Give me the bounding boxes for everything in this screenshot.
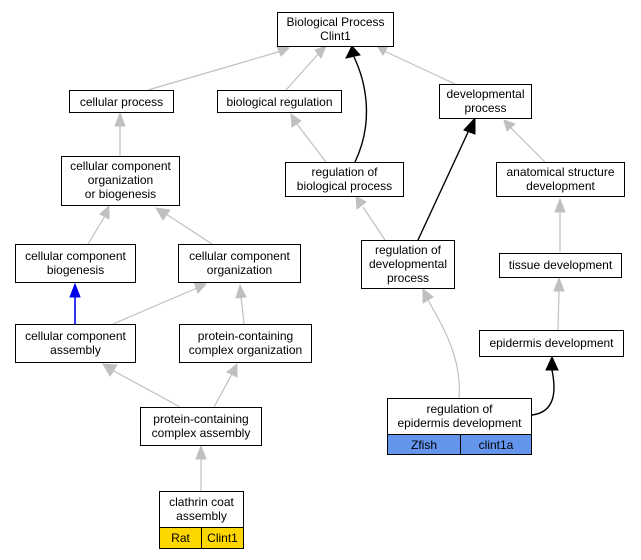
- edge-pcc-assembly-to-cc-assembly: [111, 369, 181, 408]
- gene-label: Clint1: [207, 531, 238, 545]
- node-regulation-of-developmental-process[interactable]: regulation of developmental process: [361, 240, 455, 289]
- species-label: Zfish: [411, 438, 437, 452]
- node-biological-regulation[interactable]: biological regulation: [217, 90, 342, 113]
- gene-tag-clint1a: [460, 434, 532, 455]
- arrowhead: [226, 362, 238, 378]
- node-label: organization: [207, 263, 272, 277]
- node-label: Biological Process: [286, 15, 384, 29]
- node-label: regulation of: [311, 165, 378, 179]
- node-label: assembly: [50, 343, 101, 357]
- arrowhead: [345, 45, 361, 59]
- node-label: process: [464, 101, 506, 115]
- node-label: tissue development: [509, 258, 613, 272]
- node-label: regulation of: [426, 402, 493, 416]
- arrowhead: [314, 45, 327, 59]
- node-protein-containing-complex-organization[interactable]: protein-containing complex organization: [179, 324, 312, 363]
- arrowhead: [545, 355, 559, 371]
- node-label: biogenesis: [47, 263, 104, 277]
- node-label: cellular component: [189, 249, 290, 263]
- node-cellular-component-organization-or-biogenesis[interactable]: cellular component organization or bioge…: [61, 156, 180, 206]
- arrowhead: [290, 112, 302, 128]
- edges: [69, 43, 566, 491]
- node-label: development: [526, 179, 595, 193]
- node-protein-containing-complex-assembly[interactable]: protein-containing complex assembly: [140, 407, 262, 446]
- arrowhead: [99, 204, 110, 220]
- edge-epidermis-to-tissue: [557, 289, 560, 331]
- node-label: developmental: [369, 257, 447, 271]
- node-cellular-component-biogenesis[interactable]: cellular component biogenesis: [15, 244, 136, 283]
- arrowhead: [102, 363, 118, 377]
- arrowhead: [155, 207, 171, 221]
- node-label: complex organization: [189, 343, 302, 357]
- edge-anat-to-dev-process: [510, 127, 546, 163]
- edge-cc-biogenesis-to-ccob: [87, 215, 106, 245]
- arrowhead: [503, 119, 516, 132]
- node-cellular-component-assembly[interactable]: cellular component assembly: [15, 324, 136, 363]
- arrowhead: [114, 111, 126, 127]
- edge-pcc-org-to-cc-org: [240, 296, 245, 325]
- node-regulation-of-epidermis-development[interactable]: regulation of epidermis development Zfis…: [387, 398, 532, 455]
- node-cellular-component-organization[interactable]: cellular component organization: [178, 244, 301, 283]
- gene-tag-clint1: [201, 527, 244, 549]
- node-label: or biogenesis: [85, 187, 156, 201]
- node-regulation-of-biological-process[interactable]: regulation of biological process: [285, 162, 404, 197]
- node-label: cellular component: [25, 249, 126, 263]
- node-label: developmental: [446, 87, 524, 101]
- node-label: cellular component: [25, 329, 126, 343]
- node-label: process: [387, 271, 429, 285]
- node-clathrin-coat-assembly[interactable]: clathrin coat assembly Rat Clint1: [159, 491, 244, 549]
- node-label: clathrin coat: [169, 495, 234, 509]
- arrowhead: [69, 282, 81, 298]
- arrowhead: [193, 281, 207, 294]
- arrowhead: [235, 283, 247, 299]
- gene-label: clint1a: [479, 438, 514, 452]
- arrowhead: [554, 197, 566, 213]
- edge-reg-bio-process-to-bp: [353, 56, 368, 163]
- arrowhead: [276, 45, 291, 57]
- species-label: Rat: [171, 531, 190, 545]
- node-label: biological regulation: [226, 95, 332, 109]
- node-label: organization: [88, 173, 153, 187]
- node-developmental-process[interactable]: developmental process: [439, 84, 532, 119]
- node-label: cellular component: [70, 159, 171, 173]
- node-tissue-development[interactable]: tissue development: [499, 253, 622, 278]
- nodes: Biological Process Clint1 cellular proce…: [15, 12, 625, 549]
- edge-reg-bio-process-to-bio-regulation: [296, 123, 327, 163]
- node-label: biological process: [297, 179, 392, 193]
- node-label: protein-containing: [153, 412, 248, 426]
- node-label: cellular process: [80, 95, 163, 109]
- node-label: epidermis development: [397, 416, 522, 430]
- node-epidermis-development[interactable]: epidermis development: [479, 330, 624, 357]
- edge-reg-dev-to-reg-bio: [362, 206, 386, 241]
- node-label: epidermis development: [489, 336, 614, 350]
- node-label: anatomical structure: [506, 165, 614, 179]
- arrowhead: [422, 287, 434, 304]
- edge-developmental-process-to-bp: [381, 49, 456, 85]
- node-label: protein-containing: [198, 329, 293, 343]
- edge-cc-assembly-to-cc-organization: [112, 287, 198, 325]
- arrowhead: [553, 276, 565, 292]
- edge-reg-dev-to-dev-process: [417, 129, 470, 241]
- node-cellular-process[interactable]: cellular process: [69, 90, 174, 113]
- node-biological-process-clint1[interactable]: Biological Process Clint1: [277, 12, 394, 47]
- arrowhead: [463, 116, 476, 135]
- arrowhead: [195, 444, 207, 460]
- node-label: complex assembly: [152, 426, 251, 440]
- node-label: Clint1: [320, 29, 351, 43]
- edge-reg-epidermis-to-epidermis: [531, 369, 555, 416]
- edge-reg-epidermis-to-reg-dev: [427, 299, 460, 399]
- edge-pcc-assembly-to-pcc-org: [213, 373, 233, 408]
- node-anatomical-structure-development[interactable]: anatomical structure development: [496, 162, 625, 197]
- edge-cellular-process-to-bp: [147, 49, 286, 91]
- node-label: regulation of: [375, 243, 442, 257]
- node-label: assembly: [176, 509, 227, 523]
- edge-biological-regulation-to-bp: [285, 51, 321, 91]
- arrowhead: [355, 195, 367, 210]
- edge-cc-organization-to-ccob: [165, 213, 213, 245]
